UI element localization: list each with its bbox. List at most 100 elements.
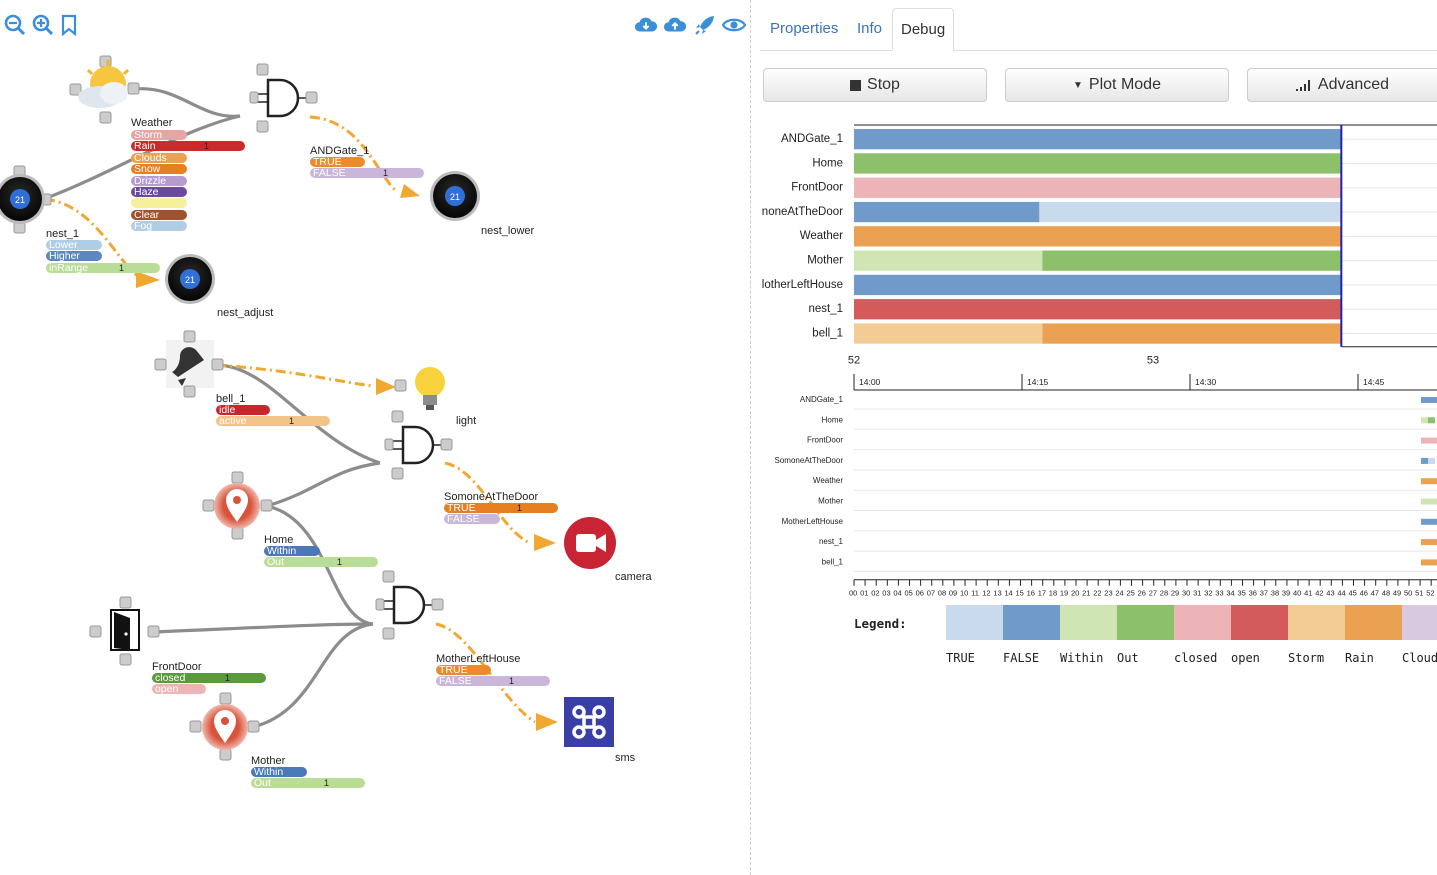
overview-category-label: nest_1 [819,537,844,546]
timeline-bar [1042,323,1342,344]
and-gate-icon[interactable] [249,63,318,133]
minute-tick-label: 39 [1282,589,1290,598]
lightbulb-icon[interactable] [394,367,445,410]
overview-category-label: Weather [813,476,843,485]
tab-info[interactable]: Info [857,20,883,37]
state-pill: idle [216,405,270,415]
state-pill: Drizzle [131,175,187,186]
legend-swatch [1402,605,1437,640]
zoom-in-icon[interactable] [31,12,55,38]
svg-text:21: 21 [15,195,25,205]
tab-properties[interactable]: Properties [770,20,839,37]
nest-thermostat-icon[interactable]: 21 [165,254,215,304]
state-name: Clear [134,208,160,221]
stop-button[interactable]: Stop [763,68,987,102]
tab-debug[interactable]: Debug [892,8,955,51]
weather-node[interactable] [69,55,140,124]
state-pill: Haze [131,187,187,197]
state-name: Out [254,777,271,790]
minute-tick-label: 21 [1082,589,1090,598]
plot-mode-button[interactable]: ▼ Plot Mode [1005,68,1229,102]
minute-tick-label: 41 [1304,589,1312,598]
wire [43,114,241,201]
side-panel: Properties Info Debug Stop ▼ Plot Mode A… [752,0,1437,875]
x-tick-label: 53 [1147,355,1159,367]
nest-thermostat-icon[interactable]: 21 [0,165,52,234]
bookmark-icon[interactable] [57,12,81,38]
minute-tick-label: 24 [1115,589,1123,598]
state-name: inRange [49,261,89,274]
category-label: lotherLeftHouse [762,279,843,291]
overview-category-label: Mother [818,497,843,506]
nodes-layer: 21 21 21 [0,55,616,761]
minute-tick-label: 22 [1093,589,1101,598]
legend-swatch [1117,605,1174,640]
overview-category-label: bell_1 [822,557,844,566]
camera-icon[interactable] [564,517,616,569]
minute-tick-label: 47 [1371,589,1379,598]
minute-tick-label: 30 [1182,589,1190,598]
minute-tick-label: 11 [971,589,979,598]
legend-label: Cloud [1402,651,1437,665]
cloud-upload-icon[interactable] [663,12,687,38]
plot-mode-label: Plot Mode [1088,76,1161,93]
state-count: 1 [323,778,329,789]
minute-tick-label: 07 [927,589,935,598]
time-tick-label: 14:30 [1195,377,1217,387]
flow-wire [309,115,397,192]
minute-tick-label: 42 [1315,589,1323,598]
andgate-1-label: ANDGate_1 [310,145,370,157]
zoom-out-icon[interactable] [3,12,27,38]
state-pill: Lower [46,240,102,250]
minute-tick-label: 25 [1127,589,1135,598]
sms-icon[interactable] [564,697,614,747]
minute-tick-label: 15 [1016,589,1024,598]
minute-tick-label: 50 [1404,589,1412,598]
minute-tick-label: 23 [1104,589,1112,598]
state-name: Within [267,545,297,557]
signal-bars-icon [1295,80,1310,91]
bell-node[interactable] [154,330,224,398]
wire [266,461,381,508]
wire [215,363,381,465]
state-pill: Snow [131,164,187,174]
cloud-download-icon[interactable] [634,12,658,38]
advanced-button[interactable]: Advanced [1247,68,1437,102]
door-icon [110,609,140,651]
location-pin-node[interactable] [202,471,273,540]
flow-canvas[interactable]: 21 21 21 [0,0,751,875]
stop-icon [850,79,862,91]
home-label: Home [264,534,294,546]
and-gate-icon[interactable] [384,410,453,480]
frontdoor-label: FrontDoor [152,661,202,673]
state-name: Haze [134,186,159,198]
nest-thermostat-icon[interactable]: 21 [430,171,480,221]
minute-tick-label: 28 [1160,589,1168,598]
overview-mark [1421,417,1428,424]
minute-tick-label: 45 [1349,589,1357,598]
rocket-icon[interactable] [693,12,717,38]
time-tick-label: 14:45 [1363,377,1385,387]
location-pin-node[interactable] [189,692,260,761]
state-pill: Out 1 [251,777,365,790]
door-node[interactable] [89,596,160,666]
minute-tick-label: 38 [1271,589,1279,598]
state-count: 1 [118,262,124,273]
and-gate-icon[interactable] [375,570,444,640]
nest-1-label: nest_1 [46,228,80,240]
state-name: Lower [49,239,78,251]
category-label: FrontDoor [791,182,843,194]
category-label: Home [812,157,843,169]
overview-mark [1421,457,1428,464]
legend-swatch [1288,605,1345,640]
minute-tick-label: 51 [1415,589,1423,598]
mother-label: Mother [251,755,286,767]
legend-label: Within [1060,651,1103,665]
minute-tick-label: 06 [916,589,924,598]
eye-icon[interactable] [722,12,746,38]
minute-tick-label: 32 [1204,589,1212,598]
state-pill: TRUE [310,157,365,167]
flow-arrow [376,378,396,395]
